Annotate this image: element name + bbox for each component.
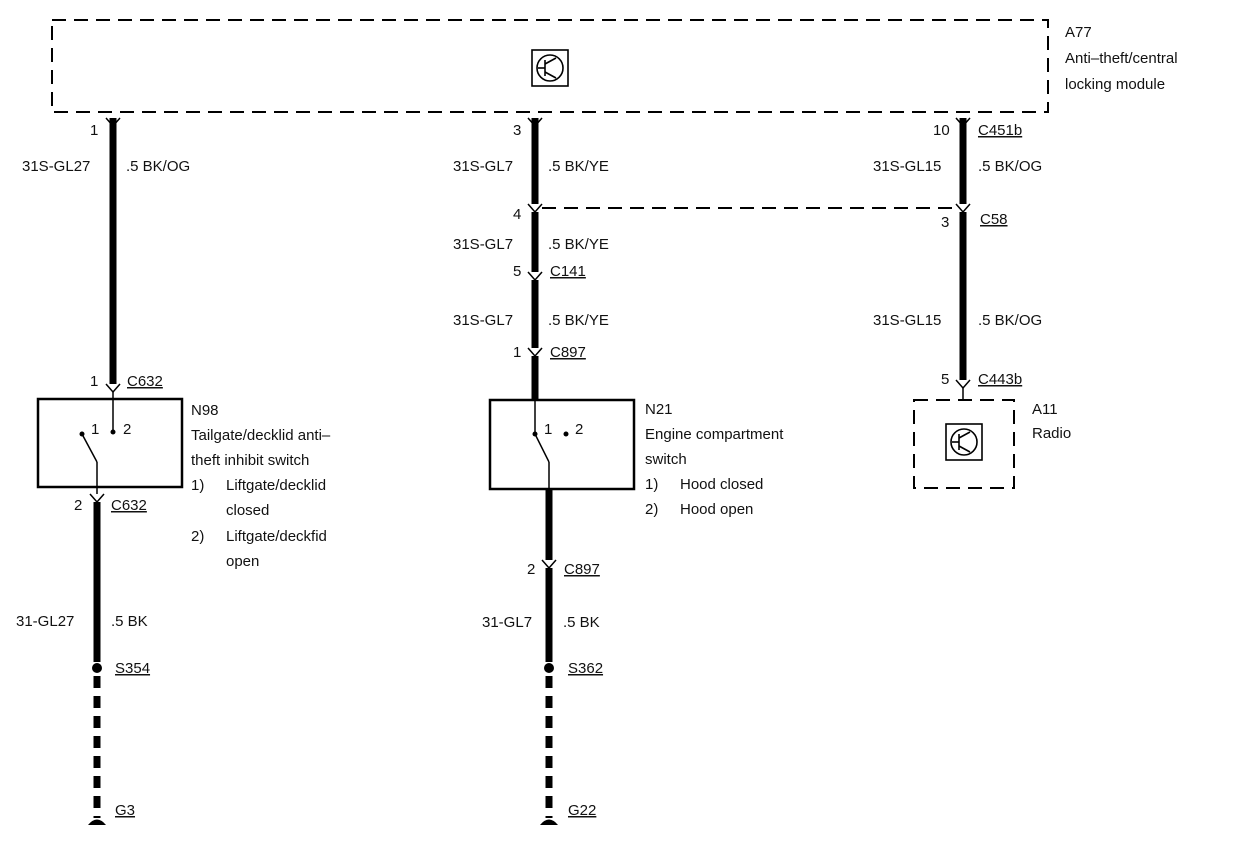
left-pin-conn: 1 (90, 373, 98, 390)
center-connector-mark-c141 (527, 271, 543, 282)
left-conn-c632-top: C632 (127, 373, 163, 390)
center-circuit-mid: 31S-GL7 (453, 236, 513, 253)
right-connector-mark-c58 (955, 203, 971, 214)
n98-state1-num: 1) (191, 477, 204, 494)
a77-transistor-icon (531, 49, 569, 87)
right-conn-c443b: C443b (978, 371, 1022, 388)
n21-desc-line2: switch (645, 451, 687, 468)
n98-desc-line1: Tailgate/decklid anti– (191, 427, 331, 444)
left-wire-top-label: .5 BK/OG (126, 158, 190, 175)
g22-label: G22 (568, 802, 596, 819)
n21-state1-num: 1) (645, 476, 658, 493)
center-pin-bottom: 2 (527, 561, 535, 578)
center-pin-top: 3 (513, 122, 521, 139)
left-wire-bottom-label: .5 BK (111, 613, 148, 630)
n98-contact2-dot (110, 429, 116, 435)
left-pin-bottom: 2 (74, 497, 82, 514)
center-wire-top-label: .5 BK/YE (548, 158, 609, 175)
center-circuit-bottom: 31-GL7 (482, 614, 532, 631)
n98-contact2-label: 2 (123, 421, 131, 438)
n98-switch-box (36, 397, 184, 489)
right-pin-top: 10 (933, 122, 950, 139)
a77-name-line2: locking module (1065, 76, 1165, 93)
center-pin-5: 5 (513, 263, 521, 280)
n21-contact2-label: 2 (575, 421, 583, 438)
right-connector-mark-c443b (955, 379, 971, 390)
n21-switch-box (488, 398, 636, 491)
a77-id: A77 (1065, 24, 1092, 41)
s354-splice-dot (92, 663, 102, 673)
center-connector-mark-4 (527, 203, 543, 214)
center-circuit-low: 31S-GL7 (453, 312, 513, 329)
n21-contact2-dot (563, 431, 569, 437)
center-wire-low-label: .5 BK/YE (548, 312, 609, 329)
n21-switch-arm (534, 433, 550, 463)
a11-name: Radio (1032, 425, 1071, 442)
g22-ground-icon (540, 819, 558, 825)
center-connector-mark-top (527, 117, 543, 128)
n21-contact1-label: 1 (544, 421, 552, 438)
left-pin-top: 1 (90, 122, 98, 139)
right-conn-c451b: C451b (978, 122, 1022, 139)
a11-id: A11 (1032, 401, 1058, 418)
center-wire-bottom-label: .5 BK (563, 614, 600, 631)
n98-state1-line2: closed (226, 502, 269, 519)
n98-state2-line2: open (226, 553, 259, 570)
right-circuit-low: 31S-GL15 (873, 312, 941, 329)
center-connector-mark-c897 (527, 347, 543, 358)
right-pin-5: 5 (941, 371, 949, 388)
left-connector-mark-top (105, 117, 121, 128)
n21-desc-line1: Engine compartment (645, 426, 784, 443)
left-conn-c632-bottom: C632 (111, 497, 147, 514)
right-wire-top-label: .5 BK/OG (978, 158, 1042, 175)
center-conn-c141: C141 (550, 263, 586, 280)
center-pin-1: 1 (513, 344, 521, 361)
left-circuit-top: 31S-GL27 (22, 158, 90, 175)
right-conn-c58: C58 (980, 211, 1008, 228)
n98-desc-line2: theft inhibit switch (191, 452, 309, 469)
n98-state1-line1: Liftgate/decklid (226, 477, 326, 494)
s362-label: S362 (568, 660, 603, 677)
center-conn-c897-bottom: C897 (564, 561, 600, 578)
left-connector-mark-bottom (89, 493, 105, 504)
a11-radio-box (913, 399, 1015, 489)
a11-transistor-icon (945, 423, 983, 461)
right-pin-3: 3 (941, 214, 949, 231)
n98-contact1-label: 1 (91, 421, 99, 438)
center-wire-mid-label: .5 BK/YE (548, 236, 609, 253)
center-conn-c897-top: C897 (550, 344, 586, 361)
left-circuit-bottom: 31-GL27 (16, 613, 74, 630)
n98-id: N98 (191, 402, 219, 419)
right-wire-low-label: .5 BK/OG (978, 312, 1042, 329)
n21-state2-num: 2) (645, 501, 658, 518)
left-connector-mark-c632 (105, 383, 121, 394)
a77-module-box (51, 19, 1049, 113)
center-circuit-top: 31S-GL7 (453, 158, 513, 175)
n21-state1: Hood closed (680, 476, 763, 493)
n21-id: N21 (645, 401, 673, 418)
n21-state2: Hood open (680, 501, 753, 518)
right-connector-mark-top (955, 117, 971, 128)
g3-ground-icon (88, 819, 106, 825)
s354-label: S354 (115, 660, 150, 677)
n98-state2-num: 2) (191, 528, 204, 545)
n98-state2-line1: Liftgate/deckfid (226, 528, 327, 545)
center-connector-mark-bottom (541, 559, 557, 570)
right-circuit-top: 31S-GL15 (873, 158, 941, 175)
center-pin-4: 4 (513, 206, 521, 223)
s362-splice-dot (544, 663, 554, 673)
a77-name-line1: Anti–theft/central (1065, 50, 1178, 67)
g3-label: G3 (115, 802, 135, 819)
n98-switch-arm (81, 433, 98, 463)
